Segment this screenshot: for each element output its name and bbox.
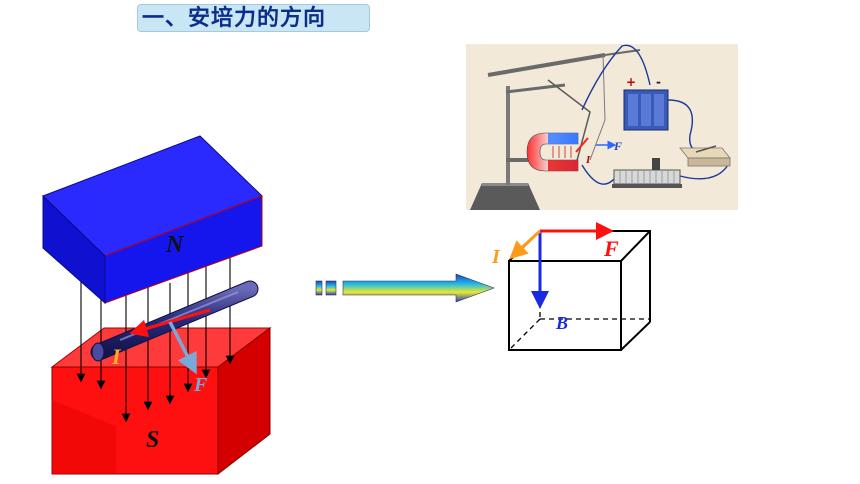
current-arrow-magnet (129, 308, 211, 338)
south-magnet: S (50, 327, 272, 476)
current-arrow-cube (509, 229, 542, 260)
current-label-cube: I (491, 246, 501, 268)
south-label: S (146, 427, 159, 453)
photo-force-label: F (613, 139, 622, 153)
force-label-magnet: F (193, 374, 208, 396)
field-lines (76, 252, 235, 423)
magnet-diagram: S N I (42, 135, 272, 476)
battery-minus-label: - (656, 75, 661, 89)
transition-arrow (315, 273, 495, 303)
force-arrow-magnet (168, 321, 197, 375)
direction-cube (508, 230, 651, 351)
current-label-magnet: I (111, 344, 122, 369)
photo-current-label: I (585, 154, 591, 166)
page-title: 一、安培力的方向 (142, 6, 327, 31)
field-label-cube: B (555, 313, 568, 333)
north-magnet: N (42, 135, 263, 305)
north-label: N (165, 232, 185, 258)
title-banner: 一、安培力的方向 (137, 4, 370, 32)
force-label-cube: F (603, 236, 619, 261)
experiment-photo: F I + - (466, 44, 738, 210)
battery-plus-label: + (626, 75, 636, 89)
